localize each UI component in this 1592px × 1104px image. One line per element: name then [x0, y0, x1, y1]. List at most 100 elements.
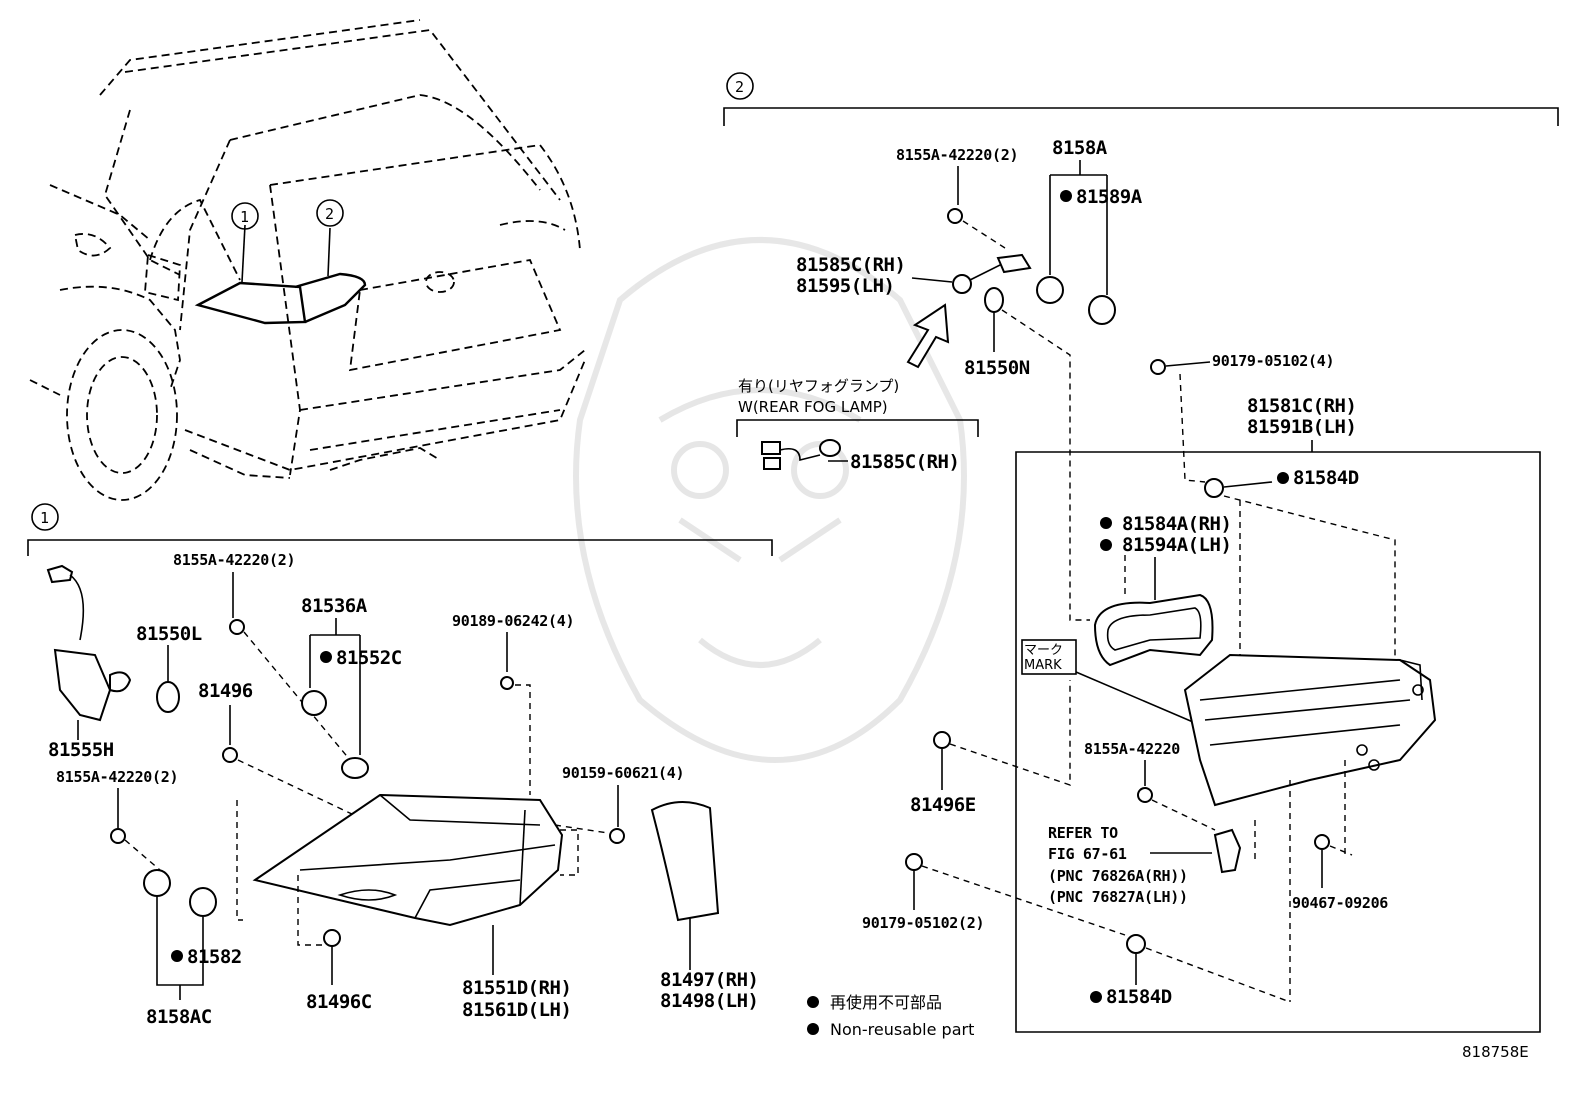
- section-1-parts: 81555H 81550L 8155A-42220(2) 81536A 8155…: [46, 551, 759, 1028]
- label-81551D-RH: 81551D(RH): [462, 977, 571, 999]
- label-81498-LH: 81498(LH): [660, 990, 758, 1012]
- label-mark-en: MARK: [1024, 658, 1062, 673]
- bolt-90189: [500, 676, 514, 690]
- grommet-81584D-bottom: [1126, 934, 1146, 954]
- legend-dot-jp: [807, 996, 819, 1008]
- clip-90467: [1314, 834, 1330, 850]
- label-81550L: 81550L: [136, 623, 202, 645]
- label-81497-RH: 81497(RH): [660, 969, 758, 991]
- label-8155A-42220: 8155A-42220: [1084, 740, 1180, 758]
- non-reusable-dot-81584A: [1100, 517, 1112, 529]
- legend: 再使用不可部品 Non-reusable part: [807, 993, 974, 1039]
- non-reusable-dot-81582: [171, 950, 183, 962]
- nut-81496C: [323, 929, 341, 947]
- screw-8155A-bottom: [110, 828, 126, 844]
- gasket-81552C: [341, 757, 369, 779]
- label-mark-jp: マーク: [1024, 643, 1063, 658]
- socket-8158AC: [143, 869, 171, 897]
- label-8158AC: 8158AC: [146, 1006, 212, 1028]
- screw-8155A-s2: [947, 208, 963, 224]
- connector-ref: [1213, 828, 1242, 874]
- section-1-callout: 1: [40, 509, 49, 527]
- gasket-81582: [189, 887, 217, 917]
- label-81552C: 81552C: [336, 647, 402, 669]
- mark-box: [1021, 639, 1077, 675]
- vehicle-rear-view: 1 2: [29, 19, 586, 501]
- legend-dot-en: [807, 1023, 819, 1035]
- lamp-cover-81497: [650, 801, 720, 922]
- socket-wire-81555H: [46, 564, 132, 740]
- fog-socket-wire: [761, 439, 841, 470]
- label-90179-05102-2: 90179-05102(2): [862, 914, 984, 932]
- car-callout-1: 1: [240, 208, 249, 226]
- label-81584D-bottom: 81584D: [1106, 986, 1172, 1008]
- label-81555H: 81555H: [48, 739, 114, 761]
- label-90179-05102-4: 90179-05102(4): [1212, 352, 1334, 370]
- nut-90179-2: [905, 853, 923, 871]
- label-fog-en: W(REAR FOG LAMP): [738, 398, 888, 416]
- label-81582: 81582: [187, 946, 242, 968]
- socket-8158A: [1036, 276, 1064, 304]
- section-2-parts: 8155A-42220(2) 8158A 81589A 81585C(RH) 8…: [736, 137, 1541, 1033]
- assembly-frame: [1015, 451, 1541, 1033]
- label-81595-LH: 81595(LH): [796, 275, 894, 297]
- label-81584D-top: 81584D: [1293, 467, 1359, 489]
- label-8155A-42220-2-top: 8155A-42220(2): [173, 551, 295, 569]
- label-81594A-LH: 81594A(LH): [1122, 534, 1231, 556]
- label-90189-06242-4: 90189-06242(4): [452, 612, 574, 630]
- label-8155A-42220-2-bottom: 8155A-42220(2): [56, 768, 178, 786]
- label-81496: 81496: [198, 680, 253, 702]
- nut-81496: [222, 747, 238, 763]
- label-refer-3: (PNC 76826A(RH)): [1048, 867, 1188, 885]
- car-callout-2: 2: [325, 205, 334, 223]
- label-81496E: 81496E: [910, 794, 976, 816]
- bulb-81550N: [984, 287, 1004, 313]
- legend-jp: 再使用不可部品: [830, 993, 942, 1012]
- gasket-81589A: [1088, 295, 1116, 325]
- label-81591B-LH: 81591B(LH): [1247, 416, 1356, 438]
- section-1-bracket: 1: [27, 503, 773, 556]
- label-81536A: 81536A: [301, 595, 368, 617]
- figure-id: 818758E: [1462, 1043, 1529, 1061]
- label-81589A: 81589A: [1076, 186, 1143, 208]
- label-81550N: 81550N: [964, 357, 1030, 379]
- view-arrow: [906, 303, 950, 369]
- screw-8155A-top: [229, 619, 245, 635]
- gasket-81584A: [1093, 593, 1214, 667]
- legend-en: Non-reusable part: [830, 1020, 974, 1039]
- label-81585C-RH-fog: 81585C(RH): [850, 451, 959, 473]
- non-reusable-dot-81552C: [320, 651, 332, 663]
- label-81584A-RH: 81584A(RH): [1122, 513, 1231, 535]
- label-refer-1: REFER TO: [1048, 824, 1118, 842]
- label-8158A: 8158A: [1052, 137, 1108, 159]
- section-2-callout: 2: [735, 78, 744, 96]
- bulb-81550L: [156, 681, 180, 713]
- label-refer-4: (PNC 76827A(LH)): [1048, 888, 1188, 906]
- non-reusable-dot-81589A: [1060, 190, 1072, 202]
- rear-lamp-assembly-81581C: [1183, 653, 1437, 807]
- nut-90179-4: [1150, 359, 1166, 375]
- non-reusable-dot-81594A: [1100, 539, 1112, 551]
- non-reusable-dot-81584D-bottom: [1090, 991, 1102, 1003]
- nut-81496E: [933, 731, 951, 749]
- rear-combination-lamp-81551D: [252, 793, 564, 927]
- label-refer-2: FIG 67-61: [1048, 845, 1127, 863]
- screw-8155A-42220: [1137, 787, 1153, 803]
- grommet-81584D-top: [1204, 478, 1224, 498]
- socket-wire-81585C: [952, 253, 1032, 294]
- label-81561D-LH: 81561D(LH): [462, 999, 571, 1021]
- non-reusable-dot-81584D-top: [1277, 472, 1289, 484]
- label-90159-60621-4: 90159-60621(4): [562, 764, 684, 782]
- label-fog-jp: 有り(リヤフォグランプ): [738, 377, 899, 395]
- label-8155A-42220-2-s2: 8155A-42220(2): [896, 146, 1018, 164]
- socket-81536A: [301, 690, 327, 716]
- section-2-bracket: 2: [723, 72, 1559, 126]
- label-90467-09206: 90467-09206: [1292, 894, 1388, 912]
- clip-90159: [609, 828, 625, 844]
- label-81585C-RH: 81585C(RH): [796, 254, 905, 276]
- label-81581C-RH: 81581C(RH): [1247, 395, 1356, 417]
- watermark-logo: [573, 237, 967, 763]
- label-81496C: 81496C: [306, 991, 372, 1013]
